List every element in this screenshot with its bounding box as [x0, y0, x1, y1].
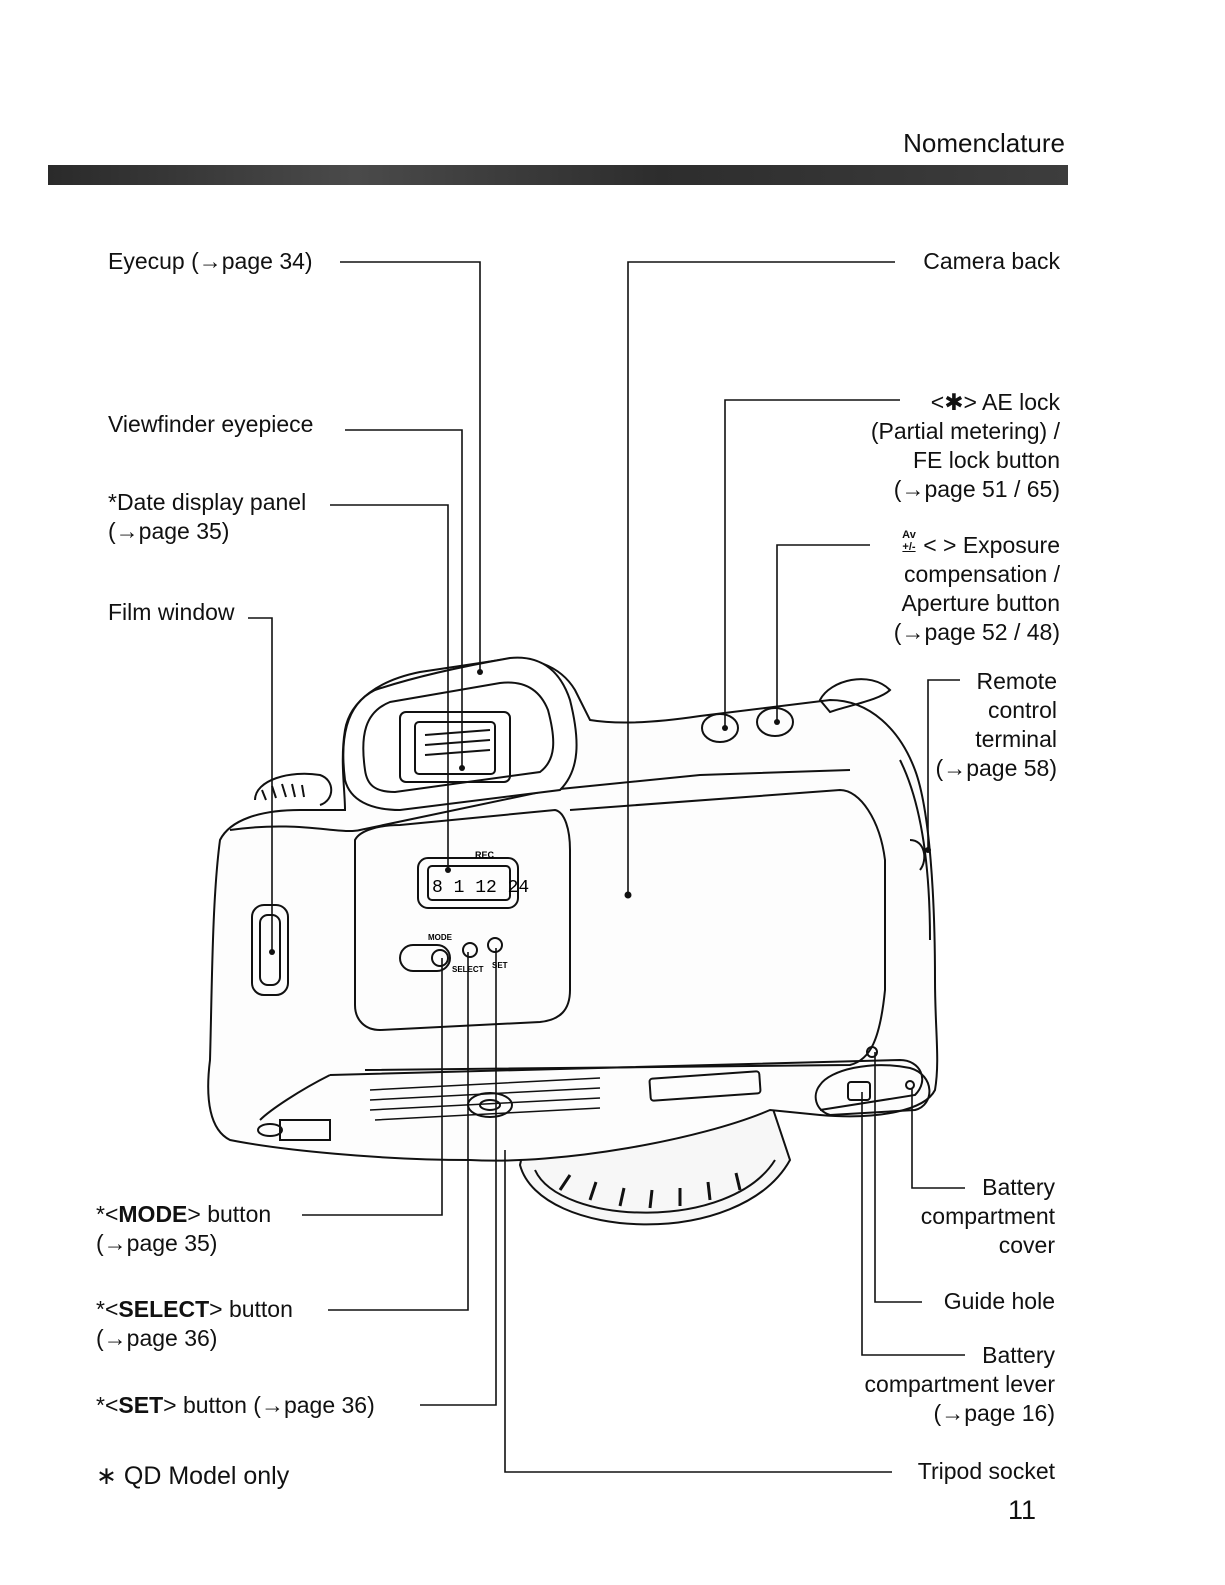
label-fe-lock: FE lock button — [913, 446, 1060, 475]
page-number: 11 — [1008, 1495, 1036, 1526]
label-remote: Remote — [976, 667, 1057, 696]
label-ae-lock: <✱> AE lock — [931, 388, 1060, 417]
label-guide-hole: Guide hole — [944, 1287, 1055, 1316]
qd-model-note: ∗ QD Model only — [96, 1462, 289, 1491]
label-battery-lever-compartment: compartment lever — [865, 1370, 1055, 1399]
rec-mark: REC — [475, 850, 495, 860]
label-camera-back: Camera back — [923, 247, 1060, 276]
label-date-display-panel: *Date display panel — [108, 488, 306, 517]
label-ae-lock-partial: (Partial metering) / — [871, 417, 1060, 446]
av-icon: Av +/- — [898, 529, 920, 553]
set-mark: SET — [492, 961, 508, 970]
label-remote-control: control — [988, 696, 1057, 725]
label-eyecup: Eyecup (→page 34) — [108, 247, 313, 276]
label-remote-page: (→page 58) — [936, 754, 1057, 783]
label-select-page: (→page 36) — [96, 1324, 217, 1353]
label-battery-cover: Battery — [982, 1173, 1055, 1202]
label-battery-lever: Battery — [982, 1341, 1055, 1370]
leader-ae-lock — [725, 400, 900, 728]
label-viewfinder-eyepiece: Viewfinder eyepiece — [108, 410, 313, 439]
label-ae-lock-page: (→page 51 / 65) — [894, 475, 1060, 504]
label-mode-page: (→page 35) — [96, 1229, 217, 1258]
leader-eyecup — [340, 262, 480, 672]
label-mode-button: *<MODE> button — [96, 1200, 271, 1229]
label-set-button: *<SET> button (→page 36) — [96, 1391, 375, 1420]
mode-mark: MODE — [428, 933, 453, 942]
label-battery-lever-page: (→page 16) — [934, 1399, 1055, 1428]
label-exposure-page: (→page 52 / 48) — [894, 618, 1060, 647]
label-battery-cover-cover: cover — [999, 1231, 1055, 1260]
camera-illustration — [208, 658, 937, 1225]
label-battery-cover-compartment: compartment — [921, 1202, 1055, 1231]
label-date-display-page: (→page 35) — [108, 517, 229, 546]
label-exposure: < > Exposure — [923, 531, 1060, 560]
label-remote-terminal: terminal — [975, 725, 1057, 754]
label-exposure-comp: compensation / — [904, 560, 1060, 589]
label-select-button: *<SELECT> button — [96, 1295, 293, 1324]
label-aperture: Aperture button — [901, 589, 1060, 618]
label-tripod-socket: Tripod socket — [918, 1457, 1055, 1486]
label-film-window: Film window — [108, 598, 235, 627]
date-display-mark: 8 1 12 24 — [432, 878, 529, 898]
